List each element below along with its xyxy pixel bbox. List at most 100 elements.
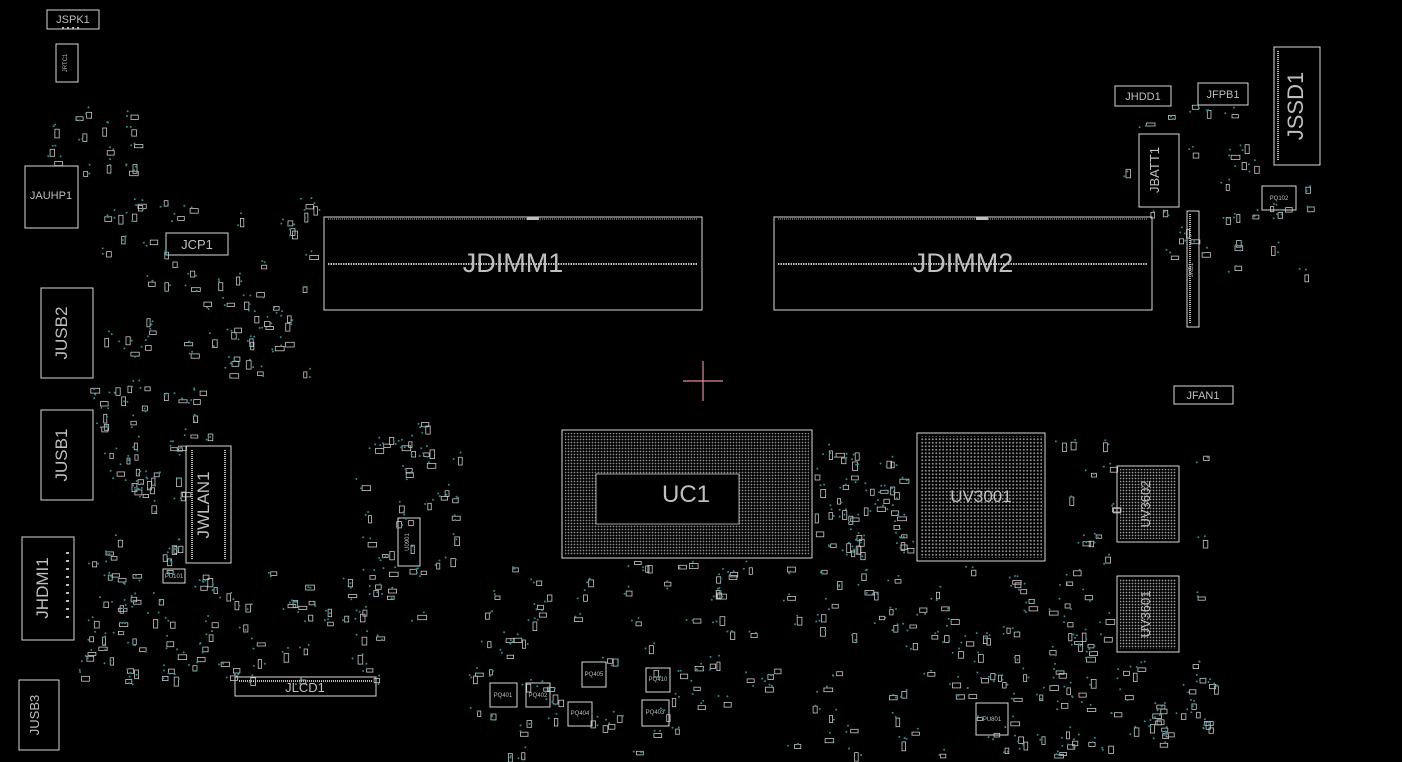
via xyxy=(97,562,99,565)
jspk1-connector[interactable]: JSPK1 xyxy=(46,9,100,30)
via xyxy=(51,144,54,147)
via xyxy=(307,643,310,646)
via xyxy=(859,541,862,544)
via xyxy=(519,724,522,727)
via xyxy=(145,470,148,473)
via xyxy=(112,631,115,634)
jusb2-connector[interactable]: JUSB2 xyxy=(40,287,94,379)
via xyxy=(1280,213,1283,216)
jbatt1-connector[interactable]: JBATT1 xyxy=(1138,133,1180,208)
via xyxy=(844,508,847,511)
passive-component xyxy=(899,478,910,484)
passive-component xyxy=(1209,684,1217,690)
via xyxy=(1140,661,1143,664)
jdimm1-connector[interactable]: JDIMM1 xyxy=(323,216,703,311)
passive-component xyxy=(876,506,886,512)
via xyxy=(178,453,181,456)
jauhp1-connector[interactable]: JAUHP1 xyxy=(24,165,79,229)
via xyxy=(1091,741,1094,744)
via xyxy=(403,513,406,516)
via xyxy=(310,197,313,200)
passive-component xyxy=(118,214,124,225)
via xyxy=(233,359,236,362)
via xyxy=(177,677,180,680)
via xyxy=(279,336,282,339)
via xyxy=(1002,625,1005,628)
via xyxy=(1203,724,1206,727)
passive-component xyxy=(274,345,285,352)
uv3601-vram[interactable]: UV3601 xyxy=(1116,575,1180,653)
uv3602-vram[interactable]: UV3602 xyxy=(1116,465,1180,543)
via xyxy=(957,675,960,678)
via xyxy=(266,315,269,318)
jusb3-connector[interactable]: JUSB3 xyxy=(18,679,60,751)
via xyxy=(1060,670,1062,672)
via xyxy=(183,434,186,437)
via xyxy=(88,562,90,565)
passive-component xyxy=(104,337,110,348)
pq402-label: PQ402 xyxy=(529,693,548,699)
jusb1-connector[interactable]: JUSB1 xyxy=(40,409,94,501)
u0901-chip[interactable]: U0901 xyxy=(397,517,421,567)
via xyxy=(1104,636,1107,639)
via xyxy=(390,597,393,600)
jhdd1-connector[interactable]: JHDD1 xyxy=(1114,85,1172,107)
passive-component xyxy=(263,321,271,327)
pu101-chip[interactable]: PU101 xyxy=(162,568,186,584)
passive-component xyxy=(537,604,544,610)
jrtc1-connector[interactable]: JRTC1 xyxy=(55,43,79,83)
via xyxy=(108,391,111,394)
via xyxy=(180,446,183,449)
via xyxy=(1022,743,1025,746)
pq403-chip[interactable]: PQ403 xyxy=(641,699,670,727)
via xyxy=(691,693,694,695)
via xyxy=(1001,674,1004,677)
via xyxy=(152,592,155,594)
pq102-chip[interactable]: PQ102 xyxy=(1261,185,1297,211)
jhdmi1-connector[interactable]: JHDMI1 xyxy=(21,536,75,641)
via xyxy=(955,693,958,696)
jssd1-connector[interactable]: JSSD1 xyxy=(1273,46,1321,166)
via xyxy=(903,551,906,554)
passive-component xyxy=(270,571,278,576)
passive-component xyxy=(250,341,255,351)
via xyxy=(1222,217,1225,219)
jcp1-connector[interactable]: JCP1 xyxy=(165,232,229,256)
jfan1-connector[interactable]: JFAN1 xyxy=(1173,385,1234,405)
pq410-chip[interactable]: PQ410 xyxy=(645,667,671,693)
via xyxy=(588,577,591,580)
via xyxy=(105,550,107,553)
passive-component xyxy=(87,652,97,656)
passive-component xyxy=(127,385,133,394)
via xyxy=(493,718,496,721)
uc1-cpu[interactable]: UC1 xyxy=(561,429,813,559)
via xyxy=(349,586,352,589)
via xyxy=(838,515,841,518)
passive-component xyxy=(1105,556,1111,564)
passive-component xyxy=(824,738,835,744)
passive-component xyxy=(1199,677,1207,684)
passive-component xyxy=(202,574,210,580)
via xyxy=(394,566,397,569)
passive-component xyxy=(1067,744,1076,750)
via xyxy=(659,729,661,732)
via xyxy=(659,707,662,710)
pq401-chip[interactable]: PQ401 xyxy=(489,682,518,708)
via xyxy=(1093,541,1096,544)
jwlan1-connector[interactable]: JWLAN1 xyxy=(185,445,232,564)
jdimm2-connector[interactable]: JDIMM2 xyxy=(773,216,1153,311)
via xyxy=(290,323,293,326)
pu801-chip[interactable]: PU801 xyxy=(975,702,1009,736)
uv3001-gpu[interactable]: UV3001 xyxy=(916,432,1046,562)
passive-component xyxy=(139,647,147,652)
jfpb1-connector[interactable]: JFPB1 xyxy=(1197,82,1249,106)
pq405-chip[interactable]: PQ405 xyxy=(581,661,607,688)
via xyxy=(898,735,901,738)
passive-component xyxy=(220,661,230,667)
jkb1-connector[interactable]: JKB1 xyxy=(1186,210,1200,328)
via xyxy=(54,144,57,147)
via xyxy=(411,619,414,622)
passive-component xyxy=(837,498,841,505)
via xyxy=(536,618,539,621)
pq402-chip[interactable]: PQ402 xyxy=(525,682,551,708)
